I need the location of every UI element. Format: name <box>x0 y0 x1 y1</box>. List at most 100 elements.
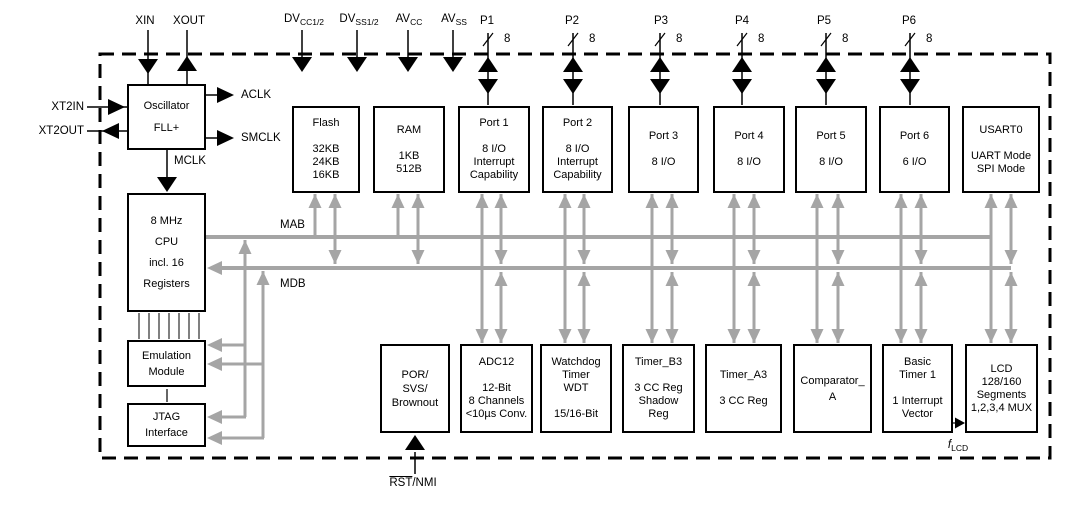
port3-block: Port 3 8 I/O <box>628 106 699 193</box>
lcd-block: LCD 128/160 Segments 1,2,3,4 MUX <box>965 344 1038 433</box>
pin-label-p1: P1 <box>479 15 495 27</box>
timer-b3-block: Timer_B3 3 CC Reg Shadow Reg <box>622 344 695 433</box>
pin-label-avss: AVSS <box>441 13 467 27</box>
pin-label-dvcc: DVCC1/2 <box>283 13 325 27</box>
timer-a3-detail: 3 CC Reg <box>719 395 768 407</box>
avcc-pin-wire <box>398 30 418 72</box>
pin-label-xin: XIN <box>135 15 155 27</box>
emulation-title: Emulation Module <box>142 349 191 378</box>
p3-pin-wire <box>650 32 670 105</box>
port1-adc12-bus-connector <box>475 194 508 343</box>
flash-block: Flash 32KB 24KB 16KB <box>292 106 360 193</box>
bus-width-label-p5: 8 <box>842 33 849 45</box>
avss-pin-wire <box>443 30 463 72</box>
dvcc-pin-wire <box>292 30 312 72</box>
flash-bus-connector <box>308 194 342 264</box>
port2-wdt-bus-connector <box>558 194 591 343</box>
xin-pin-wire <box>138 30 158 84</box>
signal-label-mclk: MCLK <box>174 155 206 167</box>
port4-timera3-bus-connector <box>727 194 761 343</box>
bus-width-label-p3: 8 <box>676 33 683 45</box>
mdb-bus-line <box>207 261 1011 275</box>
p2-pin-wire <box>563 32 583 105</box>
p4-pin-wire <box>732 32 752 105</box>
signal-label-aclk: ACLK <box>241 89 272 101</box>
timer-b3-detail: 3 CC Reg Shadow Reg <box>634 382 683 420</box>
comparator-a-block: Comparator_ A <box>793 344 872 433</box>
port4-title: Port 4 <box>734 130 764 142</box>
port5-block: Port 5 8 I/O <box>795 106 867 193</box>
adc12-title: ADC12 <box>478 356 515 368</box>
port3-detail: 8 I/O <box>651 156 676 168</box>
cpu-block: 8 MHz CPU incl. 16 Registers <box>127 193 206 312</box>
pin-label-p4: P4 <box>734 15 750 27</box>
port1-detail: 8 I/O Interrupt Capability <box>469 143 519 181</box>
bus-width-label-p2: 8 <box>589 33 596 45</box>
port2-detail: 8 I/O Interrupt Capability <box>553 143 602 181</box>
pin-label-p2: P2 <box>564 15 580 27</box>
timer-a3-block: Timer_A3 3 CC Reg <box>705 344 782 433</box>
lcd-title: LCD 128/160 Segments 1,2,3,4 MUX <box>970 362 1033 414</box>
rst-nmi-pin-wire <box>405 435 425 474</box>
xt2out-pin-wire <box>87 123 127 139</box>
port6-title: Port 6 <box>899 130 930 142</box>
xt2in-pin-wire <box>87 99 127 115</box>
flcd-signal-wire <box>953 417 965 429</box>
adc12-detail: 12-Bit 8 Channels <10µs Conv. <box>465 382 528 420</box>
adc12-block: ADC12 12-Bit 8 Channels <10µs Conv. <box>460 344 533 433</box>
p1-pin-wire <box>478 32 498 105</box>
p5-pin-wire <box>816 32 836 105</box>
ram-bus-connector <box>391 194 425 264</box>
port1-title: Port 1 <box>479 117 509 129</box>
emulation-module-block: Emulation Module <box>127 340 206 387</box>
port5-title: Port 5 <box>816 130 846 142</box>
signal-label-flcd: fLCD <box>947 439 969 453</box>
port1-block: Port 1 8 I/O Interrupt Capability <box>458 106 530 193</box>
emulation-jtag-bus-connector <box>207 240 270 445</box>
mclk-signal-wire <box>157 150 177 192</box>
pin-label-p3: P3 <box>653 15 669 27</box>
wdt-title: Watchdog Timer WDT <box>551 356 601 394</box>
watchdog-timer-block: Watchdog Timer WDT 15/16-Bit <box>540 344 612 433</box>
chip-boundary <box>98 52 1052 460</box>
port6-basictimer-bus-connector <box>894 194 928 343</box>
bus-width-label-p4: 8 <box>758 33 765 45</box>
pin-label-xt2in: XT2IN <box>51 101 84 113</box>
pin-label-avcc: AVCC <box>395 13 423 27</box>
pin-label-xout: XOUT <box>173 15 205 27</box>
pin-label-xt2out: XT2OUT <box>38 125 84 137</box>
oscillator-title: Oscillator FLL+ <box>143 100 190 134</box>
usart0-title: USART0 <box>979 123 1023 136</box>
comparator-a-title: Comparator_ A <box>800 374 865 403</box>
flash-detail: 32KB 24KB 16KB <box>312 143 340 181</box>
signal-label-smclk: SMCLK <box>241 132 281 144</box>
aclk-signal-wire <box>206 87 234 103</box>
port3-timerb3-bus-connector <box>645 194 679 343</box>
port6-block: Port 6 6 I/O <box>879 106 950 193</box>
por-svs-brownout-block: POR/ SVS/ Brownout <box>380 344 450 433</box>
por-title: POR/ SVS/ Brownout <box>391 368 439 409</box>
smclk-signal-wire <box>206 130 234 146</box>
cpu-emulation-hatch <box>138 313 200 339</box>
port4-block: Port 4 8 I/O <box>713 106 785 193</box>
port3-title: Port 3 <box>648 130 679 142</box>
port5-detail: 8 I/O <box>819 156 843 168</box>
timer-a3-title: Timer_A3 <box>719 369 768 381</box>
ram-title: RAM <box>396 123 422 136</box>
timer-b3-title: Timer_B3 <box>634 356 683 368</box>
bus-width-label-p6: 8 <box>926 33 933 45</box>
wdt-detail: 15/16-Bit <box>553 408 599 420</box>
pin-label-p6: P6 <box>901 15 917 27</box>
port2-block: Port 2 8 I/O Interrupt Capability <box>542 106 613 193</box>
bus-width-label-p1: 8 <box>504 33 511 45</box>
basic-timer1-detail: 1 Interrupt Vector <box>892 395 943 420</box>
cpu-title: 8 MHz CPU incl. 16 Registers <box>143 214 190 290</box>
port5-comparator-bus-connector <box>810 194 845 343</box>
dvss-pin-wire <box>347 30 367 72</box>
ram-block: RAM 1KB 512B <box>373 106 445 193</box>
jtag-interface-block: JTAG Interface <box>127 403 206 447</box>
basic-timer1-block: Basic Timer 1 1 Interrupt Vector <box>882 344 953 433</box>
port6-detail: 6 I/O <box>902 156 927 168</box>
